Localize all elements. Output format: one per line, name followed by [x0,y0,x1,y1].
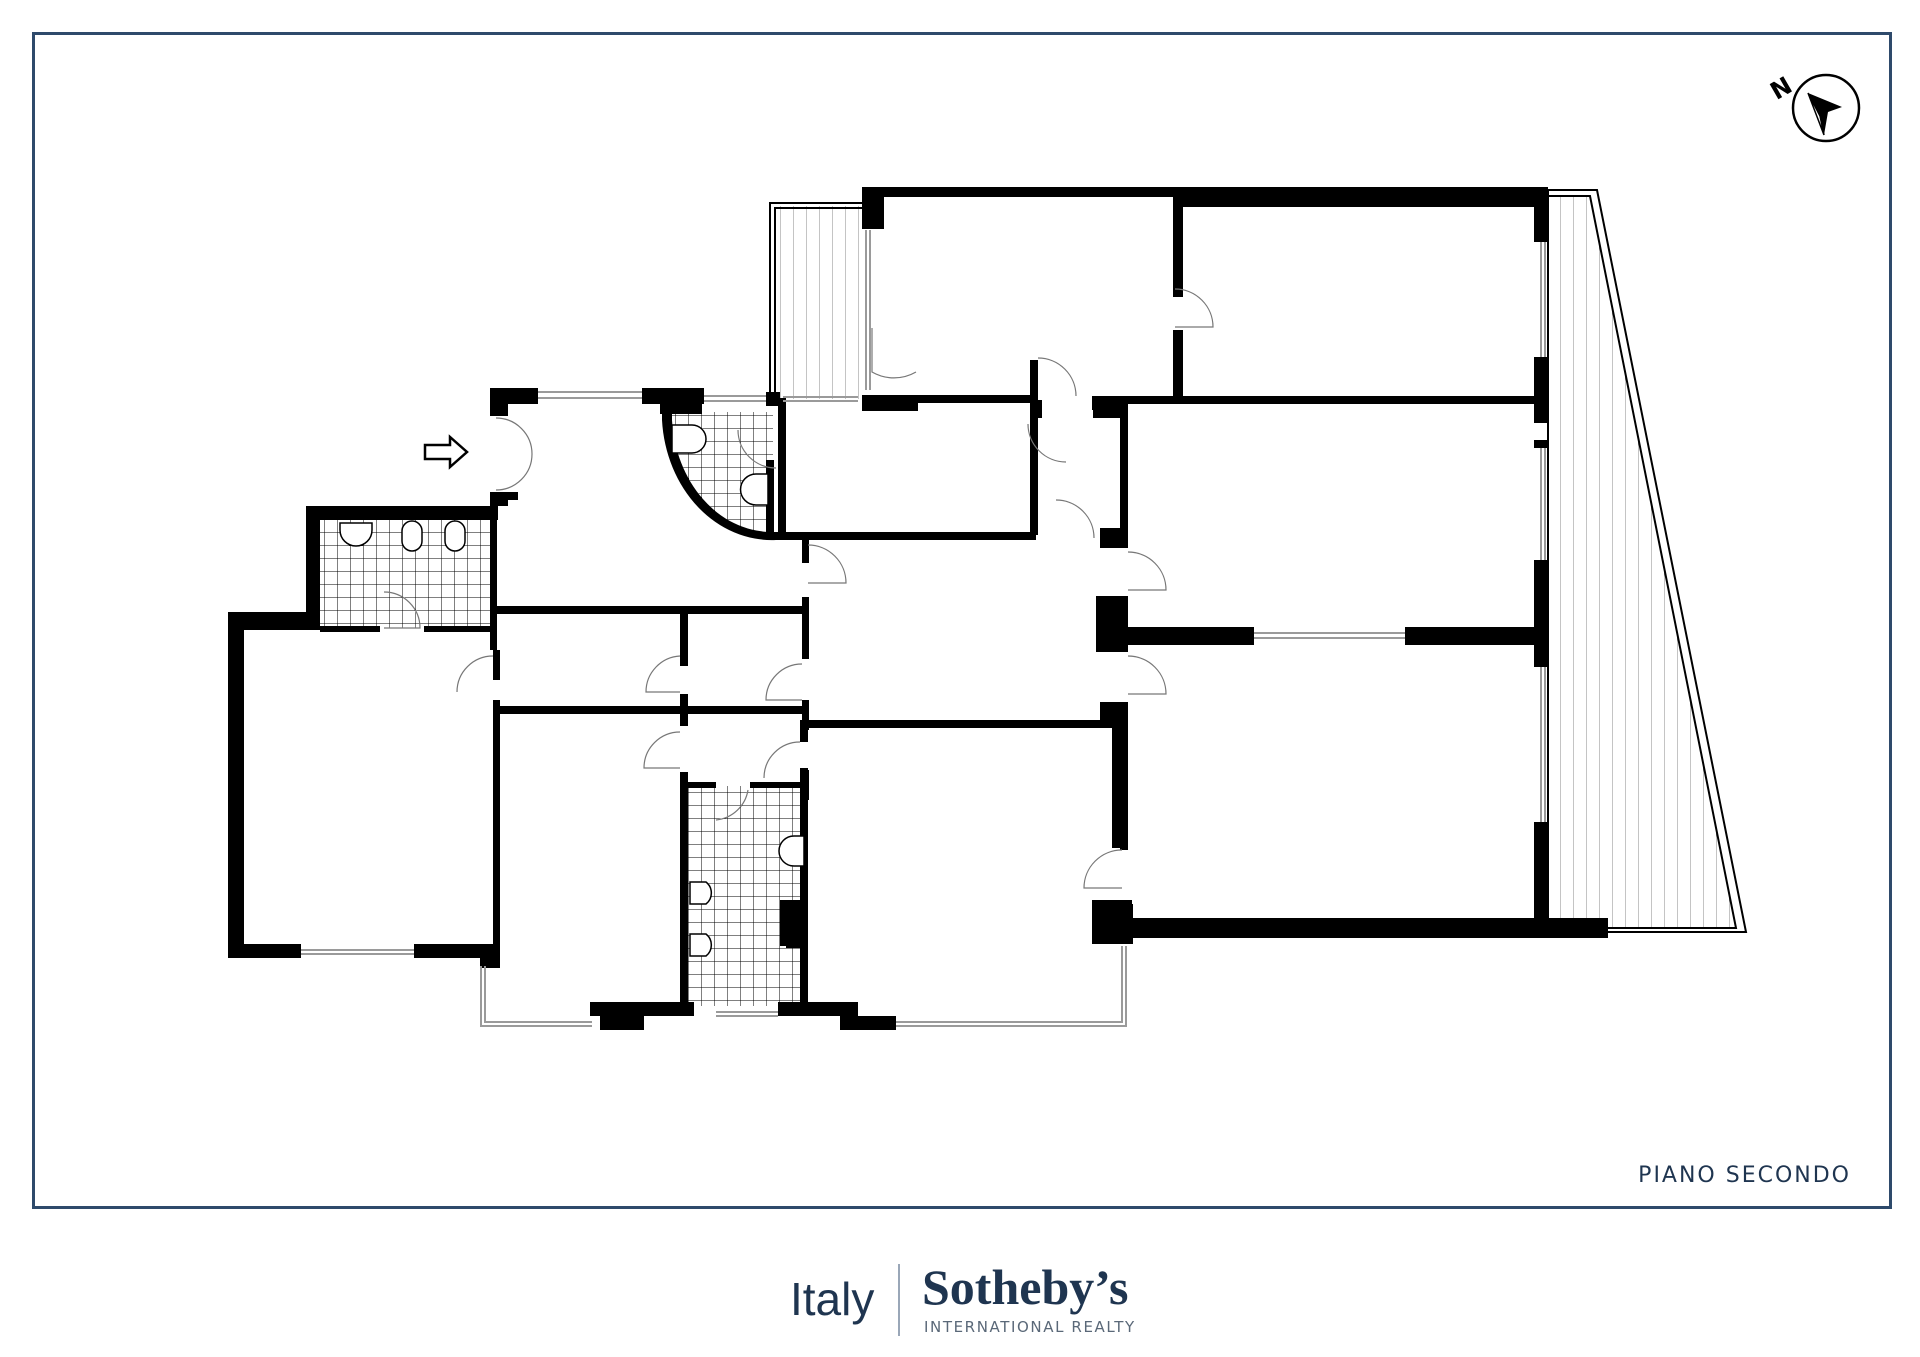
svg-text:N: N [1765,71,1796,105]
balcony-north [769,202,867,399]
doors [383,288,1214,889]
floor-label: PIANO SECONDO [1638,1163,1851,1188]
logo-region: Italy [790,1273,875,1325]
entrance-arrow-icon [423,434,469,470]
logo-brand: Sotheby’s [922,1259,1129,1315]
windows [301,230,1546,1027]
bathroom-3-counter [786,900,804,948]
terrace-east [1547,189,1748,933]
plan-frame: PIANO SECONDO [32,32,1892,1209]
north-arrow-icon: N [1765,71,1861,143]
fixtures [339,424,805,957]
brand-logo: Italy Sotheby’s INTERNATIONAL REALTY [0,1259,1920,1342]
logo-divider [898,1264,900,1336]
walls [228,187,1608,1030]
logo-subtitle: INTERNATIONAL REALTY [924,1318,1136,1336]
